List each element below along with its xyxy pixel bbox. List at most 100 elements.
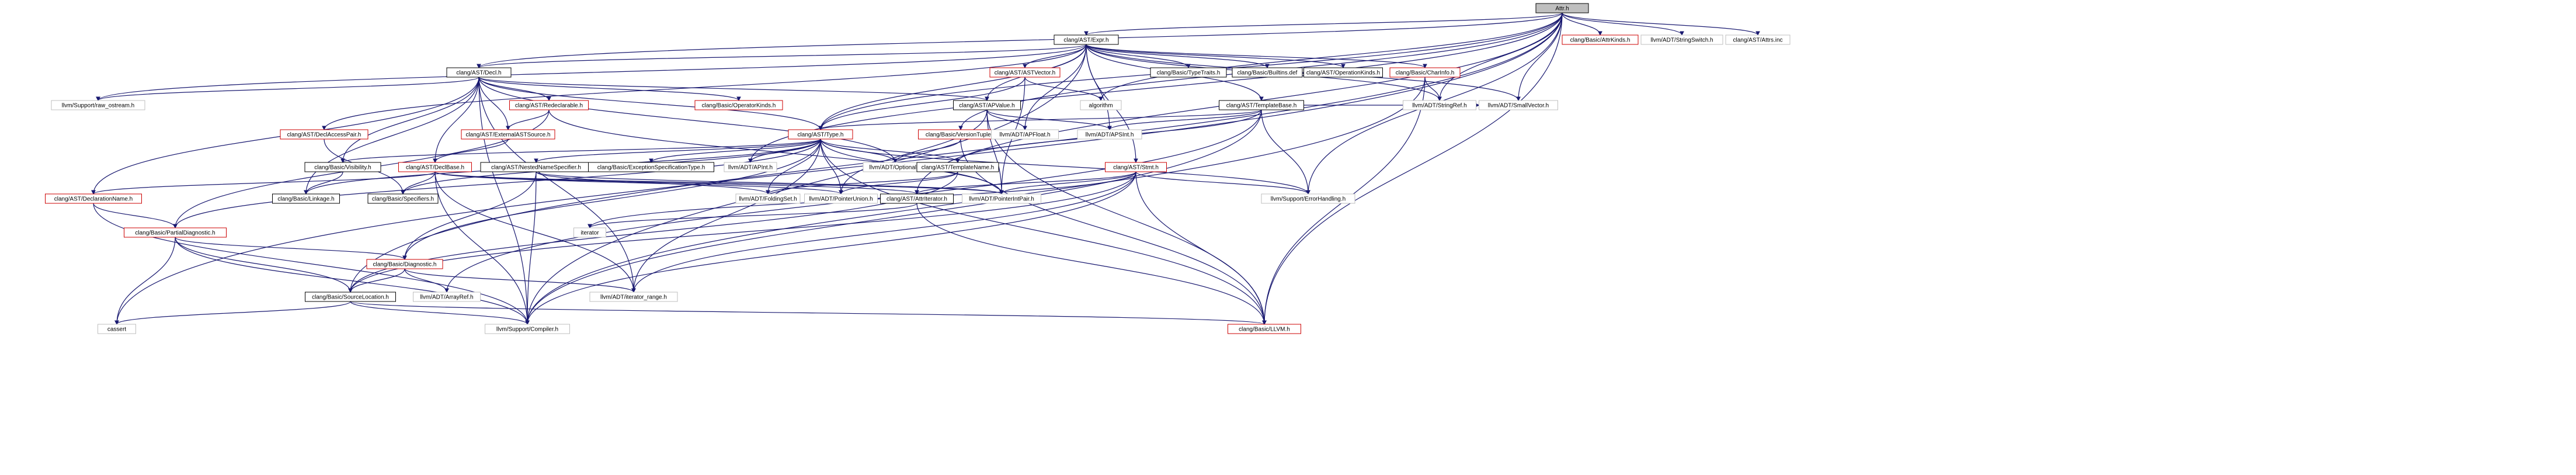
node-diagnostic-h[interactable]: clang/Basic/Diagnostic.h — [366, 259, 443, 269]
node-linkage-h[interactable]: clang/Basic/Linkage.h — [272, 193, 340, 204]
arrowhead-attr_h-to-attrkinds_h — [1598, 31, 1602, 36]
node-errorhandling-h[interactable]: llvm/Support/ErrorHandling.h — [1261, 193, 1355, 204]
node-arrayref-h[interactable]: llvm/ADT/ArrayRef.h — [413, 292, 481, 302]
node-declarationname-h[interactable]: clang/AST/DeclarationName.h — [45, 193, 142, 204]
node-partialdiagnostic-h[interactable]: clang/Basic/PartialDiagnostic.h — [124, 227, 227, 238]
node-label: cassert — [107, 327, 126, 333]
node-visibility-h[interactable]: clang/Basic/Visibility.h — [304, 162, 381, 172]
node-attriterator-h[interactable]: clang/AST/AttrIterator.h — [880, 193, 954, 204]
node-stringref-h[interactable]: llvm/ADT/StringRef.h — [1403, 100, 1476, 110]
node-exceptionspec-h[interactable]: clang/Basic/ExceptionSpecificationType.h — [588, 162, 714, 172]
arrowhead-partialdiagnostic_h-to-diagnostic_h — [402, 255, 407, 261]
edge-type_h-to-llvm_h — [820, 138, 1265, 325]
node-box — [366, 259, 443, 269]
node-charinfo-h[interactable]: clang/Basic/CharInfo.h — [1389, 67, 1461, 78]
node-apfloat-h[interactable]: llvm/ADT/APFloat.h — [991, 129, 1059, 140]
node-typetraits-h[interactable]: clang/Basic/TypeTraits.h — [1150, 67, 1227, 78]
edge-partialdiagnostic_h-to-compiler_h — [175, 237, 528, 325]
edge-attr_h-to-stringref_h — [1439, 12, 1563, 101]
node-box — [916, 162, 999, 172]
node-declbase-h[interactable]: clang/AST/DeclBase.h — [398, 162, 472, 172]
node-pointerintpair-h[interactable]: llvm/ADT/PointerIntPair.h — [962, 193, 1041, 204]
edge-type_h-to-diagnostic_h — [404, 138, 821, 260]
node-label: clang/Basic/TypeTraits.h — [1157, 70, 1221, 77]
node-operationkinds-h[interactable]: clang/AST/OperationKinds.h — [1303, 67, 1383, 78]
edge-stmt_h-to-iterator_range_h — [633, 171, 1136, 293]
node-type-h[interactable]: clang/AST/Type.h — [788, 129, 853, 140]
arrowhead-type_h-to-apint_h — [748, 158, 753, 164]
node-cassert[interactable]: cassert — [98, 324, 136, 334]
node-pointerunion-h[interactable]: llvm/ADT/PointerUnion.h — [804, 193, 878, 204]
node-smallvector-h[interactable]: llvm/ADT/SmallVector.h — [1479, 100, 1558, 110]
node-apint-h[interactable]: llvm/ADT/APInt.h — [724, 162, 777, 172]
node-apvalue-h[interactable]: clang/AST/APValue.h — [953, 100, 1021, 110]
node-versiontuple-h[interactable]: clang/Basic/VersionTuple.h — [918, 129, 1003, 140]
node-declaccesspair-h[interactable]: clang/AST/DeclAccessPair.h — [280, 129, 369, 140]
edge-stmt_h-to-sourcelocation_h — [350, 171, 1136, 293]
node-operatorkinds-h[interactable]: clang/Basic/OperatorKinds.h — [694, 100, 783, 110]
node-attrs-inc[interactable]: clang/AST/Attrs.inc — [1725, 34, 1791, 45]
node-foldingset-h[interactable]: llvm/ADT/FoldingSet.h — [735, 193, 801, 204]
node-apsint-h[interactable]: llvm/ADT/APSInt.h — [1077, 129, 1142, 140]
arrowhead-attr_h-to-expr_h — [1084, 31, 1089, 36]
node-sourcelocation-h[interactable]: clang/Basic/SourceLocation.h — [305, 292, 396, 302]
node-attr-h: Attr.h — [1535, 3, 1589, 13]
edge-partialdiagnostic_h-to-diagnostic_h — [175, 237, 405, 260]
arrowhead-diagnostic_h-to-arrayref_h — [444, 288, 449, 293]
node-box — [1219, 100, 1304, 110]
node-templatebase-h[interactable]: clang/AST/TemplateBase.h — [1219, 100, 1304, 110]
edge-stmt_h-to-compiler_h — [527, 171, 1136, 325]
node-stringswitch-h[interactable]: llvm/ADT/StringSwitch.h — [1640, 34, 1723, 45]
node-redeclarable-h[interactable]: clang/AST/Redeclarable.h — [509, 100, 589, 110]
arrowhead-sourcelocation_h-to-llvm_h — [1262, 320, 1267, 325]
node-box — [446, 67, 512, 78]
arrowhead-expr_h-to-smallvector_h — [1516, 96, 1521, 102]
arrowhead-expr_h-to-charinfo_h — [1423, 64, 1427, 69]
edge-declbase_h-to-pointerunion_h — [434, 171, 842, 195]
node-algorithm[interactable]: algorithm — [1080, 100, 1122, 110]
node-box — [991, 129, 1059, 140]
node-label: clang/Basic/CharInfo.h — [1396, 70, 1455, 77]
edge-externalastsource_h-to-declbase_h — [434, 138, 509, 163]
node-builtins-def[interactable]: clang/Basic/Builtins.def — [1232, 67, 1303, 78]
node-iterator-range-h[interactable]: llvm/ADT/iterator_range.h — [589, 292, 678, 302]
node-label: clang/Basic/Builtins.def — [1237, 70, 1298, 77]
edge-versiontuple_h-to-optional_h — [895, 138, 961, 163]
edge-nestednamespecifier_h-to-pointerintpair_h — [536, 171, 1002, 195]
node-label: llvm/Support/Compiler.h — [496, 327, 558, 333]
node-compiler-h[interactable]: llvm/Support/Compiler.h — [485, 324, 570, 334]
edge-attr_h-to-algorithm — [1100, 12, 1563, 101]
arrowhead-decl_h-to-operatorkinds_h — [736, 96, 741, 102]
node-stmt-h[interactable]: clang/AST/Stmt.h — [1105, 162, 1167, 172]
edge-attr_h-to-attrs_inc — [1562, 12, 1758, 36]
node-label: clang/Basic/Linkage.h — [277, 196, 334, 203]
edge-templatename_h-to-foldingset_h — [767, 171, 958, 195]
node-expr-h[interactable]: clang/AST/Expr.h — [1054, 34, 1119, 45]
node-specifiers-h[interactable]: clang/Basic/Specifiers.h — [367, 193, 439, 204]
node-label: clang/Basic/PartialDiagnostic.h — [135, 230, 215, 237]
edge-partialdiagnostic_h-to-sourcelocation_h — [175, 237, 351, 293]
arrowhead-redeclarable_h-to-externalastsource_h — [506, 126, 510, 131]
node-raw-ostream-h[interactable]: llvm/Support/raw_ostream.h — [51, 100, 145, 110]
edge-type_h-to-pointerunion_h — [820, 138, 842, 195]
node-label: clang/Basic/Specifiers.h — [372, 196, 434, 203]
node-box — [1640, 34, 1723, 45]
node-box — [485, 324, 570, 334]
edge-decl_h-to-declbase_h — [434, 77, 479, 163]
node-astvector-h[interactable]: clang/AST/ASTVector.h — [989, 67, 1061, 78]
node-label: Attr.h — [1555, 6, 1569, 12]
arrowhead-diagnostic_h-to-iterator_range_h — [631, 288, 636, 293]
node-nestednamespecifier-h[interactable]: clang/AST/NestedNameSpecifier.h — [480, 162, 592, 172]
edge-expr_h-to-compiler_h — [527, 44, 1087, 325]
node-iterator[interactable]: iterator — [573, 227, 606, 238]
node-label: llvm/Support/raw_ostream.h — [62, 103, 135, 109]
node-templatename-h[interactable]: clang/AST/TemplateName.h — [916, 162, 999, 172]
node-externalastsource-h[interactable]: clang/AST/ExternalASTSource.h — [461, 129, 555, 140]
arrowhead-declbase_h-to-specifiers_h — [401, 190, 405, 195]
node-box — [398, 162, 472, 172]
node-decl-h[interactable]: clang/AST/Decl.h — [446, 67, 512, 78]
node-attrkinds-h[interactable]: clang/Basic/AttrKinds.h — [1562, 34, 1639, 45]
node-box — [1303, 67, 1383, 78]
node-llvm-h[interactable]: clang/Basic/LLVM.h — [1228, 324, 1301, 334]
